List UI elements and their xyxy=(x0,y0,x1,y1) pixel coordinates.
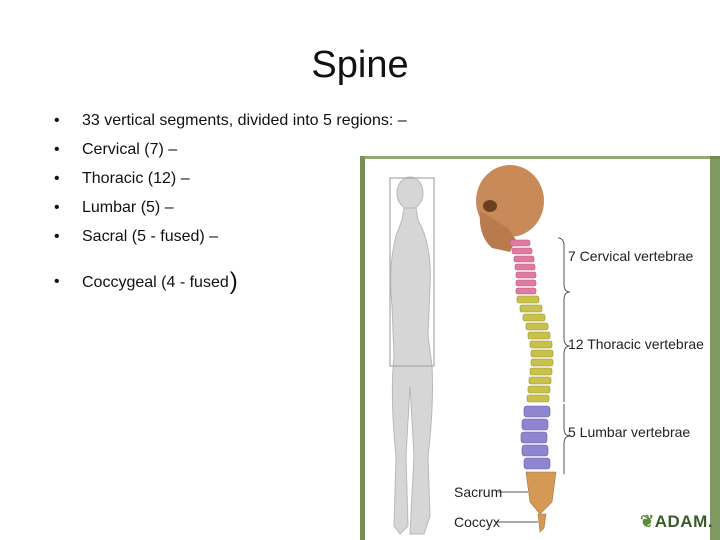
bullet-item: Sacral (5 - fused) – xyxy=(54,222,474,251)
bullet-item: Lumbar (5) – xyxy=(54,193,474,222)
logo-leaf-icon: ❦ xyxy=(640,512,655,531)
bullet-text: Coccygeal (4 - fused xyxy=(82,274,229,291)
logo-text: ADAM. xyxy=(654,512,713,531)
spine-illustration: 7 Cervical vertebrae 12 Thoracic vertebr… xyxy=(360,156,720,540)
thoracic-vertebrae xyxy=(516,295,554,403)
adam-logo: ❦ADAM. xyxy=(640,512,713,532)
skull xyxy=(476,165,544,252)
bullet-item: Thoracic (12) – xyxy=(54,164,474,193)
region-brackets xyxy=(557,237,571,474)
closing-paren: ) xyxy=(229,268,238,295)
figure-frame-top xyxy=(360,156,720,159)
bullet-item: Cervical (7) – xyxy=(54,135,474,164)
sacrum xyxy=(525,471,557,515)
lumbar-vertebrae xyxy=(520,405,551,470)
label-thoracic: 12 Thoracic vertebrae xyxy=(568,336,704,352)
bullet-list: 33 vertical segments, divided into 5 reg… xyxy=(54,106,474,297)
label-leaders xyxy=(496,491,538,523)
bullet-item: 33 vertical segments, divided into 5 reg… xyxy=(54,106,474,135)
slide-title: Spine xyxy=(311,44,409,86)
label-lumbar: 5 Lumbar vertebrae xyxy=(568,424,691,440)
figure-frame-left xyxy=(360,156,365,540)
human-silhouette xyxy=(390,176,433,535)
label-coccyx: Coccyx xyxy=(454,514,500,530)
coccyx xyxy=(537,513,547,533)
label-cervical: 7 Cervical vertebrae xyxy=(568,248,694,264)
spine-drawing xyxy=(389,165,571,535)
figure-frame-right xyxy=(710,156,720,540)
bullet-item: Coccygeal (4 - fused) xyxy=(54,267,474,297)
zoom-box xyxy=(389,177,435,367)
cervical-vertebrae xyxy=(509,239,537,295)
label-sacrum: Sacrum xyxy=(454,484,503,500)
